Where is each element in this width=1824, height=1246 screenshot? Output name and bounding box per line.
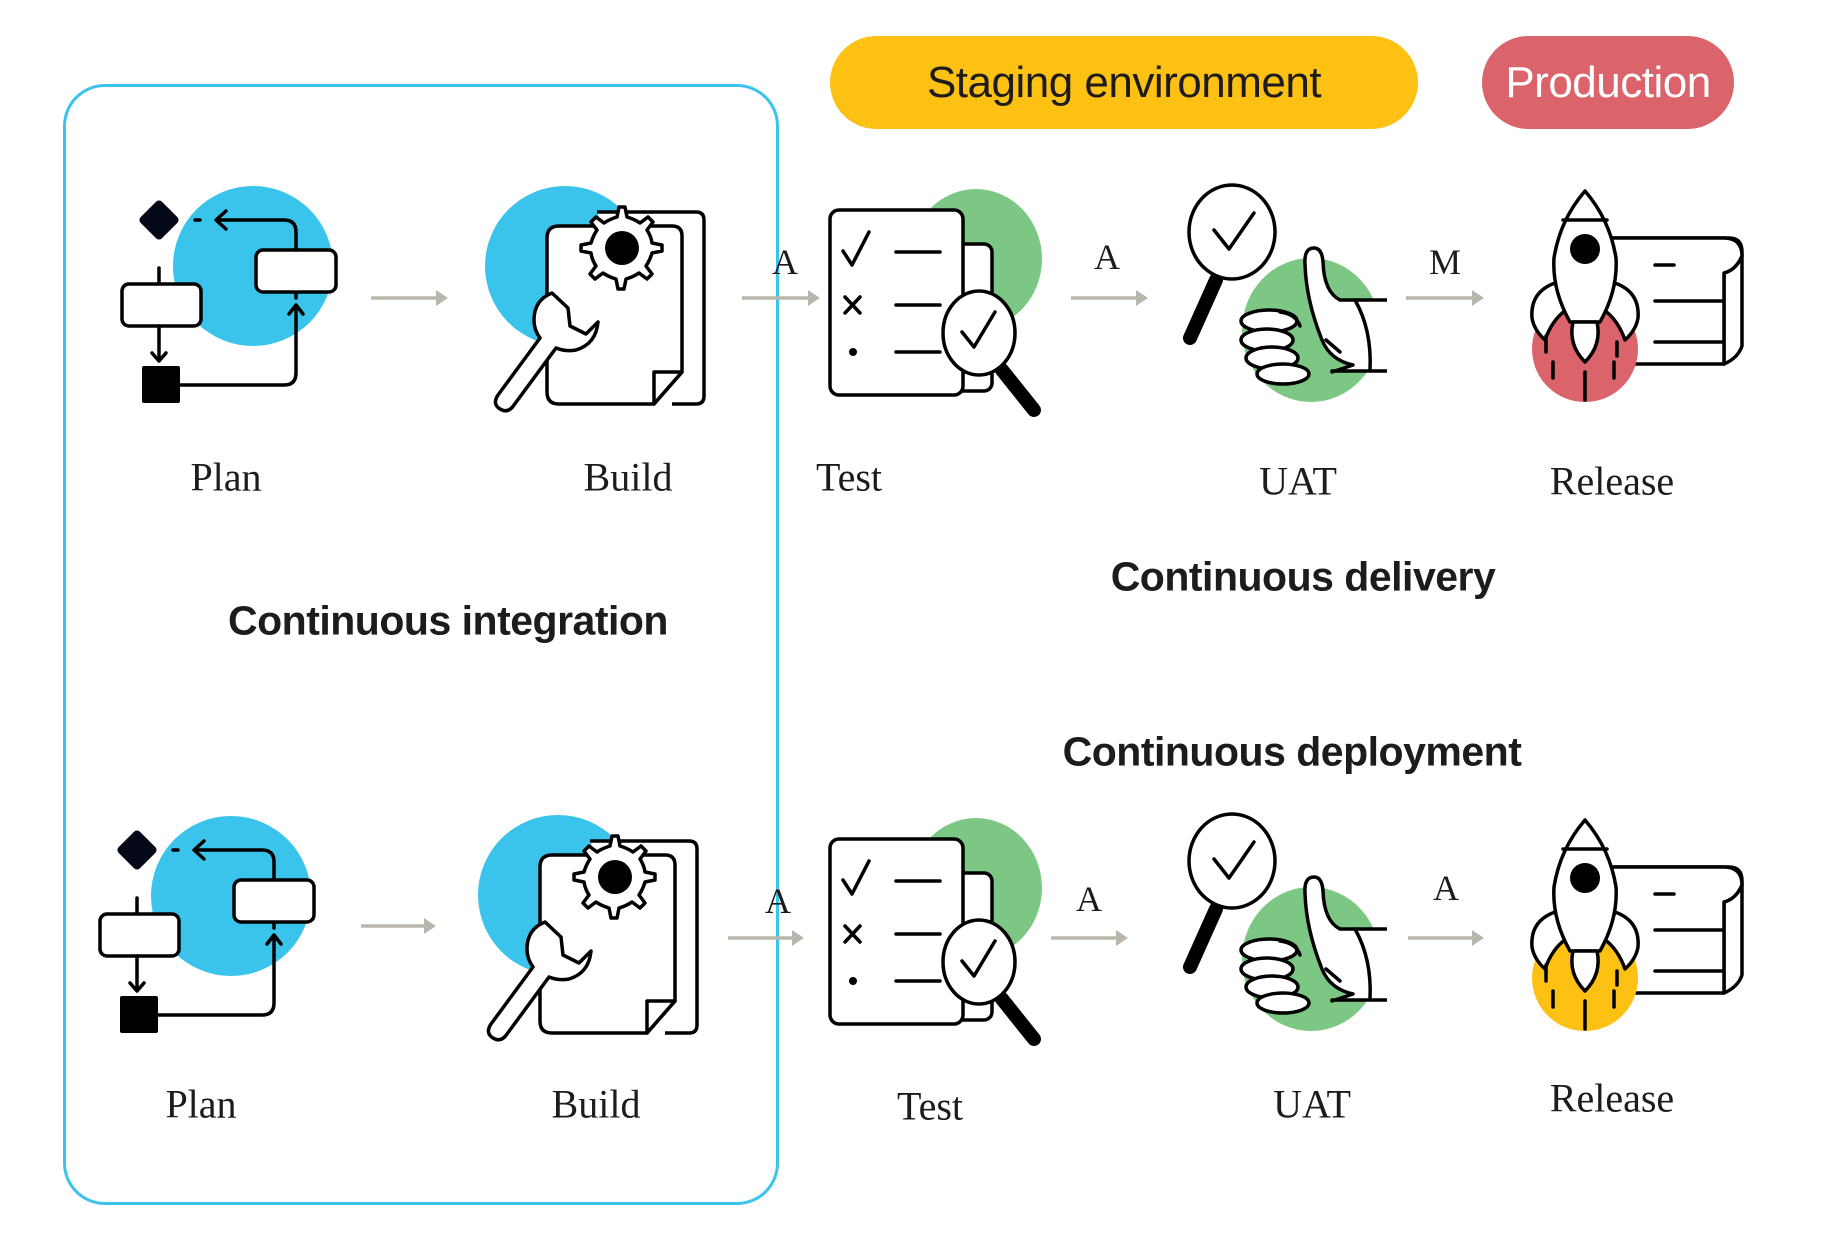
rocket-launch-icon <box>1530 189 1744 404</box>
arrow <box>1071 290 1148 306</box>
gate-label: A <box>1076 879 1102 919</box>
gear-wrench-document-icon <box>476 813 699 1042</box>
production-badge: Production <box>1482 36 1734 129</box>
stage-label-plan: Plan <box>165 1081 237 1127</box>
row-deployment <box>98 813 1744 1042</box>
checklist-magnifier-icon <box>830 818 1042 1039</box>
arrow <box>361 918 436 934</box>
continuous-deployment-heading: Continuous deployment <box>1062 728 1522 775</box>
flowchart-icon <box>120 184 338 405</box>
stage-label-plan: Plan <box>190 454 262 500</box>
stage-label-test: Test <box>815 454 883 500</box>
stage-label-release: Release <box>1549 458 1675 504</box>
continuous-integration-heading: Continuous integration <box>228 597 668 644</box>
continuous-integration-boundary <box>63 84 779 1205</box>
gear-wrench-document-icon <box>483 184 706 413</box>
thumbs-up-magnifier-icon <box>1189 185 1387 402</box>
row-delivery <box>120 184 1744 413</box>
staging-environment-label: Staging environment <box>926 57 1322 107</box>
checklist-magnifier-icon <box>830 189 1042 410</box>
stage-label-build: Build <box>551 1081 641 1127</box>
gate-label: A <box>765 881 791 921</box>
staging-environment-badge: Staging environment <box>830 36 1418 129</box>
gate-label: M <box>1428 242 1462 282</box>
stage-label-build: Build <box>583 454 673 500</box>
production-label: Production <box>1505 57 1711 107</box>
arrow <box>1408 930 1484 946</box>
stage-label-release: Release <box>1549 1075 1675 1121</box>
stage-label-uat: UAT <box>1273 1081 1351 1127</box>
arrow <box>1406 290 1484 306</box>
thumbs-up-magnifier-icon <box>1189 814 1387 1031</box>
flowchart-icon <box>98 814 316 1035</box>
arrow <box>371 290 448 306</box>
arrow <box>728 930 804 946</box>
gate-label: A <box>772 242 798 282</box>
gate-label: A <box>1094 237 1120 277</box>
rocket-launch-icon <box>1530 818 1744 1033</box>
stage-label-test: Test <box>896 1083 964 1129</box>
arrow <box>742 290 820 306</box>
arrow <box>1051 930 1128 946</box>
stage-label-uat: UAT <box>1259 458 1337 504</box>
continuous-delivery-heading: Continuous delivery <box>1110 553 1496 600</box>
gate-label: A <box>1433 868 1459 908</box>
